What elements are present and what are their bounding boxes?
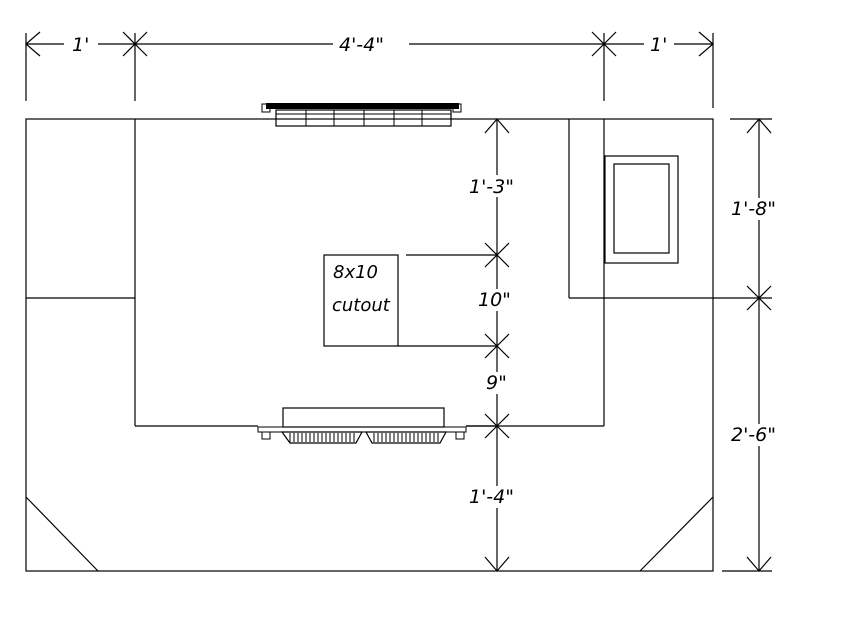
top-appliance	[261, 103, 462, 127]
dim-top-left: 1'	[72, 34, 89, 56]
outer-outline	[25, 118, 714, 572]
dim-right-lower: 2'-6"	[731, 424, 776, 446]
dim-vertical-lower: 1'-4"	[469, 486, 514, 508]
dim-vertical-gap: 9"	[486, 372, 507, 394]
cutout-label-line2: cutout	[332, 295, 391, 316]
dim-top-middle: 4'-4"	[339, 34, 384, 56]
top-dimension: 1' 4'-4" 1'	[25, 31, 714, 108]
dim-vertical-cutout: 10"	[478, 289, 511, 311]
dim-vertical-upper: 1'-3"	[469, 176, 514, 198]
window-frame	[604, 155, 679, 264]
center-vertical-dimension: 1'-3" 10" 9" 1'-4"	[466, 118, 528, 572]
right-vertical-dimension: 1'-8" 2'-6"	[713, 118, 789, 572]
cutout-label-line1: 8x10	[333, 262, 378, 283]
cutout-box: 8x10 cutout	[323, 254, 497, 427]
dim-top-right: 1'	[650, 34, 667, 56]
dim-right-upper: 1'-8"	[731, 198, 776, 220]
bottom-appliance	[257, 407, 467, 444]
